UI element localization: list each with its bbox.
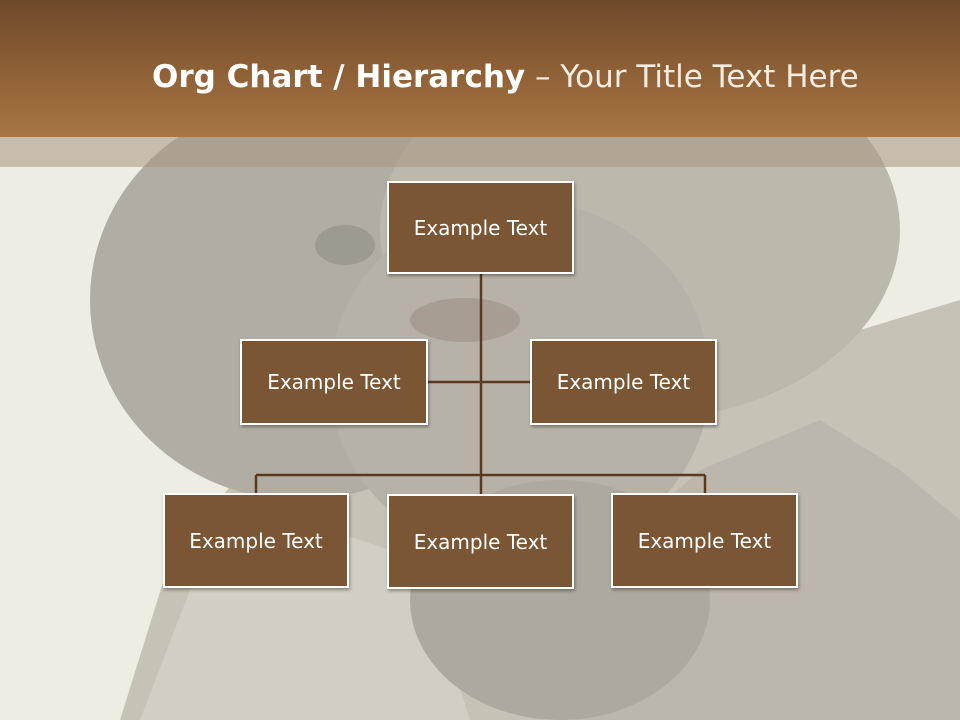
org-node-assistant-right[interactable]: Example Text (530, 339, 717, 425)
header-band (0, 0, 960, 137)
title-rest: Your Title Text Here (560, 59, 859, 95)
org-node-top[interactable]: Example Text (387, 181, 574, 274)
org-node-child-2[interactable]: Example Text (387, 494, 574, 589)
org-node-child-3[interactable]: Example Text (611, 493, 798, 588)
header-strip (0, 137, 960, 167)
org-node-assistant-left[interactable]: Example Text (240, 339, 428, 425)
title-separator: – (525, 59, 561, 95)
slide-title: Org Chart / Hierarchy – Your Title Text … (152, 52, 859, 102)
org-node-child-1[interactable]: Example Text (163, 493, 349, 588)
title-bold: Org Chart / Hierarchy (152, 59, 526, 95)
